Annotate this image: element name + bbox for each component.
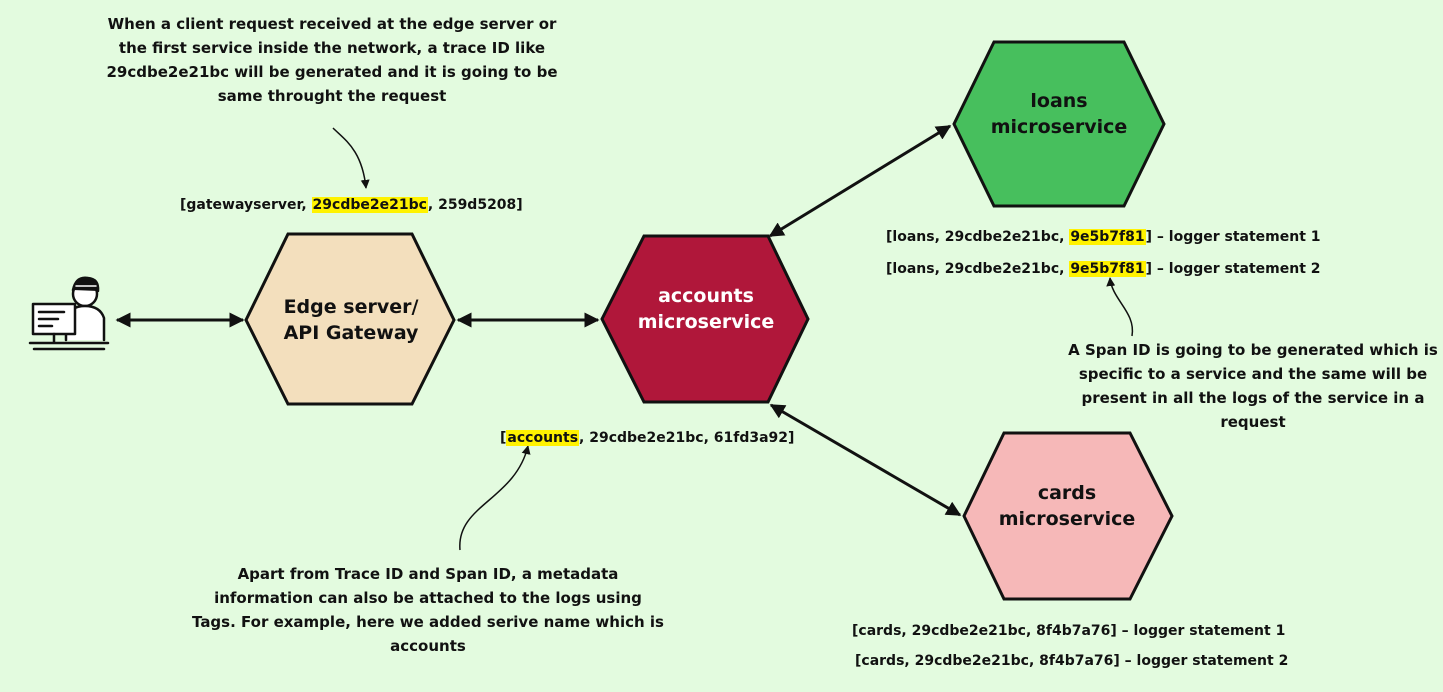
- loans-log-1: [loans, 29cdbe2e21bc, 9e5b7f81] – logger…: [886, 225, 1321, 249]
- accounts-label-line1: accounts: [658, 285, 754, 307]
- loans-log-1-span-id: 9e5b7f81: [1069, 229, 1146, 245]
- loans-log-2-prefix: [loans, 29cdbe2e21bc,: [886, 261, 1070, 277]
- accounts-log-tag: accounts: [506, 430, 580, 446]
- accounts-loans-arrow: [768, 124, 952, 238]
- accounts-label: accounts microservice: [609, 283, 803, 335]
- loans-log-1-prefix: [loans, 29cdbe2e21bc,: [886, 229, 1070, 245]
- accounts-log: [accounts, 29cdbe2e21bc, 61fd3a92]: [500, 426, 794, 450]
- cards-label-line2: microservice: [998, 508, 1136, 530]
- loans-log-2-span-id: 9e5b7f81: [1069, 261, 1146, 277]
- span-note-arrow: [1106, 277, 1134, 337]
- gateway-log-prefix: [gatewayserver,: [180, 197, 312, 213]
- cards-log-1: [cards, 29cdbe2e21bc, 8f4b7a76] – logger…: [852, 623, 1286, 639]
- loans-label-line1: loans: [1030, 90, 1088, 112]
- accounts-hexagon: [600, 234, 810, 404]
- accounts-cards-arrow: [769, 403, 962, 517]
- loans-label-line2: microservice: [990, 116, 1128, 138]
- accounts-label-line2: microservice: [637, 311, 775, 333]
- edge-server-label-line1: Edge server/: [283, 296, 419, 318]
- span-id-note: A Span ID is going to be generated which…: [1068, 341, 1438, 431]
- tags-note-arrow: [459, 445, 531, 551]
- cards-log-2: [cards, 29cdbe2e21bc, 8f4b7a76] – logger…: [855, 653, 1289, 669]
- tags-note: Apart from Trace ID and Span ID, a metad…: [192, 565, 664, 655]
- edge-server-label: Edge server/ API Gateway: [256, 294, 446, 346]
- gateway-log-trace-id: 29cdbe2e21bc: [311, 197, 428, 213]
- trace-id-note: When a client request received at the ed…: [106, 15, 558, 105]
- trace-note-arrow: [332, 127, 370, 189]
- cards-label-line1: cards: [1037, 482, 1097, 504]
- loans-label: loans microservice: [962, 88, 1156, 140]
- cards-hexagon: [962, 431, 1174, 601]
- user-at-computer-icon: [28, 276, 110, 351]
- accounts-log-suffix: , 29cdbe2e21bc, 61fd3a92]: [579, 430, 795, 446]
- gateway-log: [gatewayserver, 29cdbe2e21bc, 259d5208]: [180, 193, 523, 217]
- loans-log-2-suffix: ] – logger statement 2: [1145, 261, 1321, 277]
- cards-label: cards microservice: [970, 480, 1164, 532]
- loans-log-1-suffix: ] – logger statement 1: [1145, 229, 1321, 245]
- edge-server-hexagon: [244, 232, 456, 406]
- loans-log-2: [loans, 29cdbe2e21bc, 9e5b7f81] – logger…: [886, 257, 1321, 281]
- accounts-log-prefix: [: [500, 430, 507, 446]
- edge-server-label-line2: API Gateway: [283, 322, 419, 344]
- gateway-log-suffix: , 259d5208]: [427, 197, 523, 213]
- loans-hexagon: [952, 40, 1166, 208]
